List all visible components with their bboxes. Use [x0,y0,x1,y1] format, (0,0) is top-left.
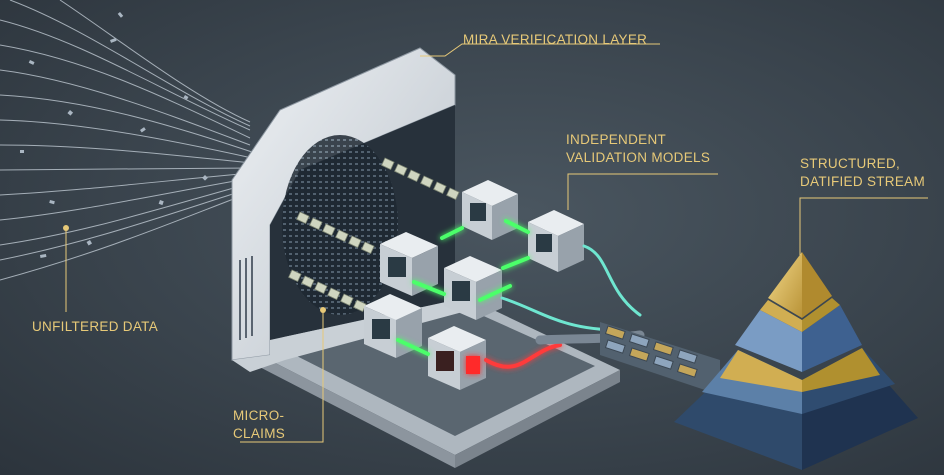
unfiltered-data-label: UNFILTERED DATA [32,318,158,336]
micro-claims-label-line2: CLAIMS [233,425,285,443]
structured-datified-stream-label-line2: DATIFIED STREAM [800,173,925,191]
micro-claims-marker [320,307,326,313]
micro-claims-label-line1: MICRO- [233,407,285,425]
mira-verification-layer-label: MIRA VERIFICATION LAYER [463,31,647,49]
unfiltered-data-marker [63,225,69,231]
structured-datified-stream-label: STRUCTURED, DATIFIED STREAM [800,155,925,191]
independent-validation-models-label-line1: INDEPENDENT [566,131,710,149]
structured-datified-stream-label-line1: STRUCTURED, [800,155,925,173]
micro-claims-label: MICRO- CLAIMS [233,407,285,443]
independent-validation-models-label: INDEPENDENT VALIDATION MODELS [566,131,710,167]
filter-mesh [282,135,398,315]
structured-datified-stream [600,322,720,395]
independent-validation-models-label-line2: VALIDATION MODELS [566,149,710,167]
validation-model-cube [462,180,518,240]
validation-model-cube [528,210,584,272]
unfiltered-data-streams [0,0,252,280]
